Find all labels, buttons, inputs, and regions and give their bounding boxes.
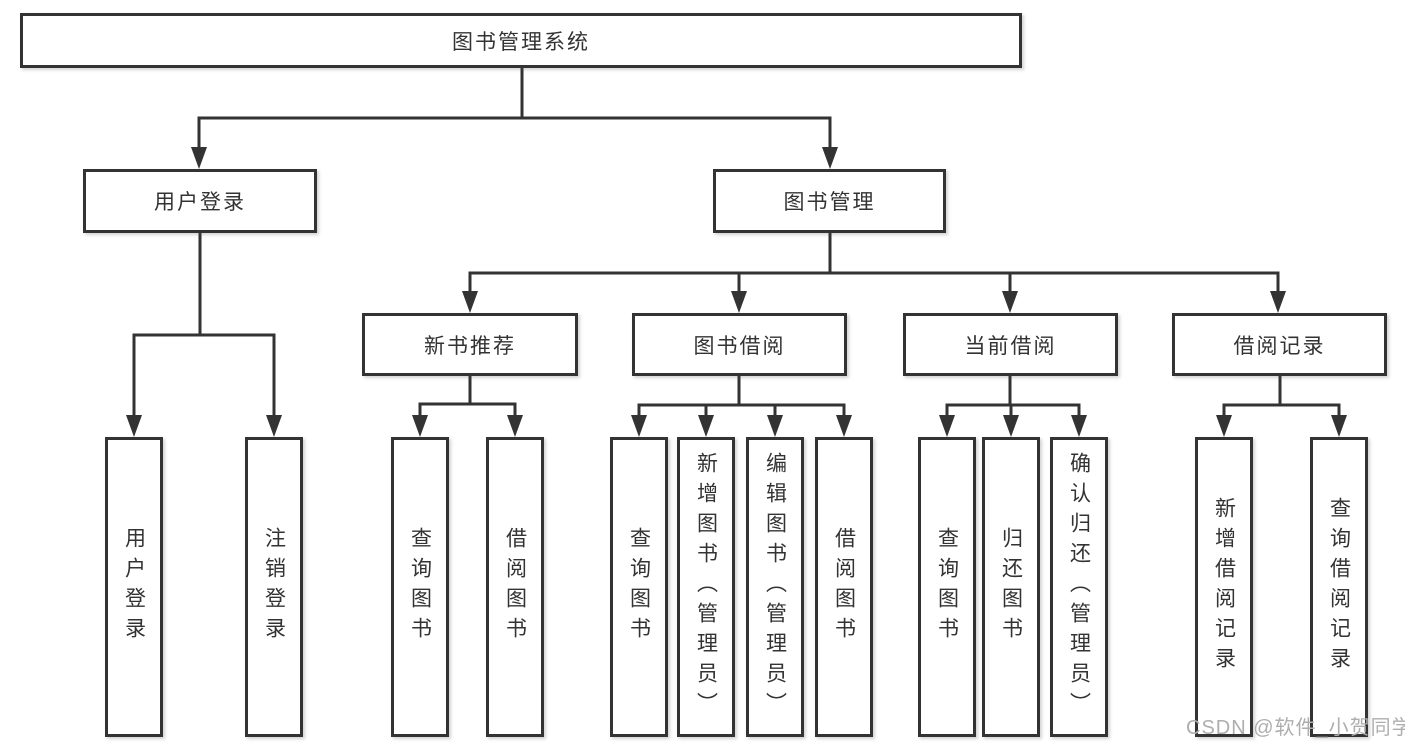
leaf-label: 查询借阅记录: [1327, 497, 1351, 677]
leaf-user-login: 用户登录: [105, 437, 163, 737]
leaf-label: 查询图书: [408, 527, 432, 647]
arrowhead: [698, 415, 714, 437]
connectors-book-mgmt: [462, 231, 1286, 313]
connectors-user-login: [126, 231, 282, 437]
arrowhead: [631, 415, 647, 437]
leaf-records-add-record: 新增借阅记录: [1195, 437, 1253, 737]
leaf-label: 新增图书（管理员）: [694, 452, 718, 722]
leaf-current-confirm-return-admin: 确认归还（管理员）: [1050, 437, 1108, 737]
leaf-borrowing-add-books-admin: 新增图书（管理员）: [677, 437, 735, 737]
connectors-current: [939, 374, 1087, 437]
node-user-login: 用户登录: [83, 169, 317, 233]
leaf-label: 归还图书: [999, 527, 1023, 647]
arrowhead: [1071, 415, 1087, 437]
node-book-management: 图书管理: [713, 169, 946, 233]
node-root-system: 图书管理系统: [20, 13, 1022, 68]
leaf-newbook-query-books: 查询图书: [391, 437, 449, 737]
leaf-label: 查询图书: [627, 527, 651, 647]
node-borrowing-records: 借阅记录: [1172, 313, 1387, 376]
arrowhead: [836, 415, 852, 437]
arrowhead: [731, 291, 747, 313]
arrowhead: [412, 415, 428, 437]
leaf-logout: 注销登录: [245, 437, 303, 737]
node-new-book-recommend: 新书推荐: [362, 313, 578, 376]
arrowhead: [939, 415, 955, 437]
leaf-borrowing-edit-books-admin: 编辑图书（管理员）: [746, 437, 804, 737]
connectors-borrowing: [631, 374, 852, 437]
node-current-borrowing: 当前借阅: [903, 313, 1118, 376]
leaf-label: 编辑图书（管理员）: [763, 452, 787, 722]
leaf-current-return-books: 归还图书: [982, 437, 1040, 737]
leaf-label: 注销登录: [262, 527, 286, 647]
leaf-label: 用户登录: [122, 527, 146, 647]
arrowhead: [126, 415, 142, 437]
leaf-newbook-borrow-books: 借阅图书: [486, 437, 544, 737]
leaf-label: 新增借阅记录: [1212, 497, 1236, 677]
arrowhead: [1216, 415, 1232, 437]
arrowhead: [1002, 291, 1018, 313]
arrowhead: [767, 415, 783, 437]
leaf-label: 借阅图书: [832, 527, 856, 647]
csdn-watermark: CSDN @软件_小贺同学: [1186, 717, 1405, 739]
arrowhead: [822, 147, 838, 169]
connectors-new-book: [412, 374, 523, 437]
leaf-records-query-record: 查询借阅记录: [1310, 437, 1368, 737]
leaf-borrowing-query-books: 查询图书: [610, 437, 668, 737]
connectors-root-to-level2: [191, 66, 838, 169]
leaf-borrowing-borrow-books: 借阅图书: [815, 437, 873, 737]
arrowhead: [1003, 415, 1019, 437]
connectors-records: [1216, 374, 1347, 437]
arrowhead: [462, 291, 478, 313]
arrowhead: [191, 147, 207, 169]
arrowhead: [1270, 291, 1286, 313]
arrowhead: [1331, 415, 1347, 437]
arrowhead: [266, 415, 282, 437]
leaf-current-query-books: 查询图书: [918, 437, 976, 737]
leaf-label: 借阅图书: [503, 527, 527, 647]
node-book-borrowing: 图书借阅: [632, 313, 847, 376]
leaf-label: 查询图书: [935, 527, 959, 647]
arrowhead: [507, 415, 523, 437]
leaf-label: 确认归还（管理员）: [1067, 452, 1091, 722]
